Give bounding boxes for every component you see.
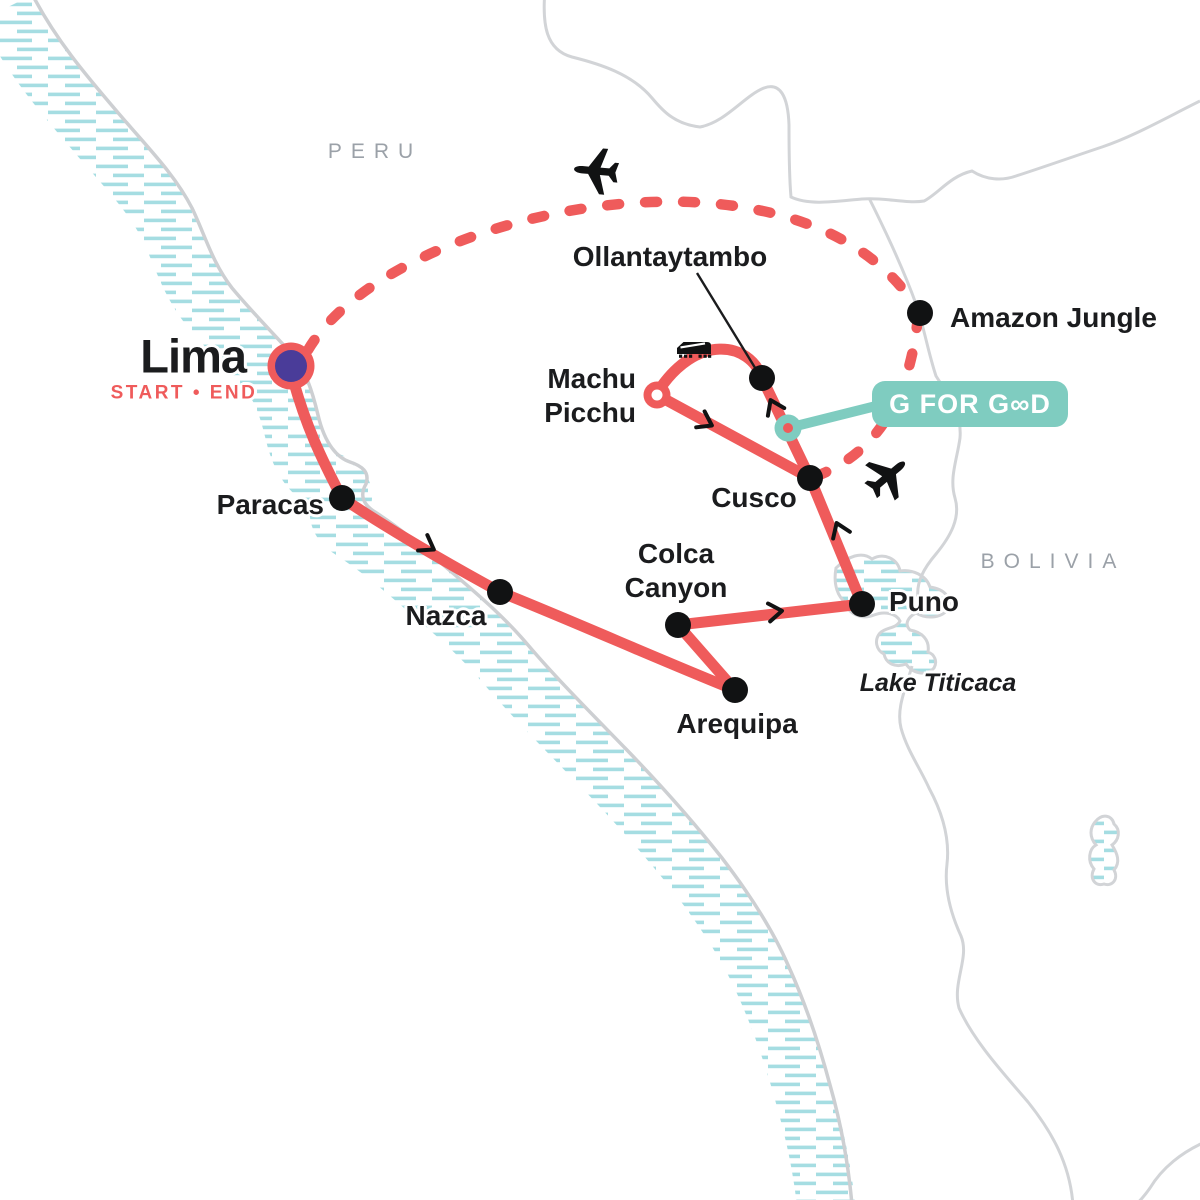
country-border-southeast bbox=[898, 665, 1074, 1200]
stop-label-cusco: Cusco bbox=[711, 481, 797, 513]
g-for-good-connector bbox=[783, 399, 889, 433]
stop-label-ollantaytambo: Ollantaytambo bbox=[572, 240, 768, 272]
region-label-bolivia: BOLIVIA bbox=[980, 550, 1126, 574]
stop-dot-puno bbox=[849, 591, 875, 617]
country-border-north bbox=[542, 0, 1200, 204]
stop-dot-nazca bbox=[487, 579, 513, 605]
plane-icon bbox=[855, 444, 920, 509]
stop-label-nazca: Nazca bbox=[405, 599, 487, 631]
stop-dot-arequipa bbox=[722, 677, 748, 703]
stop-label-colca-canyon: Colca Canyon bbox=[624, 537, 728, 603]
stop-dot-cusco bbox=[797, 465, 823, 491]
stop-label-arequipa: Arequipa bbox=[676, 707, 798, 739]
stop-label-machu-picchu: Machu Picchu bbox=[544, 362, 636, 428]
stop-label-lima: Lima bbox=[140, 329, 247, 383]
region-label-peru: PERU bbox=[327, 140, 423, 164]
stop-dot-amazon-jungle bbox=[907, 300, 933, 326]
country-border-east bbox=[867, 197, 962, 599]
stop-dot-ollantaytambo bbox=[749, 365, 775, 391]
label-leader-line bbox=[695, 272, 759, 372]
lake-titicaca bbox=[833, 553, 951, 675]
stop-sublabel-lima-start-end: START • END bbox=[110, 382, 258, 404]
country-border-bottom-right bbox=[1138, 1142, 1200, 1200]
lima-start-end-marker bbox=[267, 342, 315, 390]
plane-icon bbox=[572, 146, 621, 196]
coast-hatching bbox=[0, 0, 855, 1200]
stop-dot-paracas bbox=[329, 485, 355, 511]
stop-dot-colca-canyon bbox=[665, 612, 691, 638]
stop-label-amazon-jungle: Amazon Jungle bbox=[950, 301, 1157, 333]
water-label-lake-titicaca: Lake Titicaca bbox=[859, 668, 1017, 697]
stop-label-paracas: Paracas bbox=[216, 488, 324, 520]
machu-picchu-ring-marker bbox=[643, 381, 671, 409]
g-for-good-badge: G FOR G∞D bbox=[872, 381, 1068, 427]
small-lake bbox=[1088, 814, 1120, 887]
flight-route-amazon-lima bbox=[302, 196, 924, 356]
stop-label-puno: Puno bbox=[889, 585, 959, 617]
g-for-good-marker bbox=[774, 414, 802, 442]
coastline bbox=[33, 0, 854, 1200]
